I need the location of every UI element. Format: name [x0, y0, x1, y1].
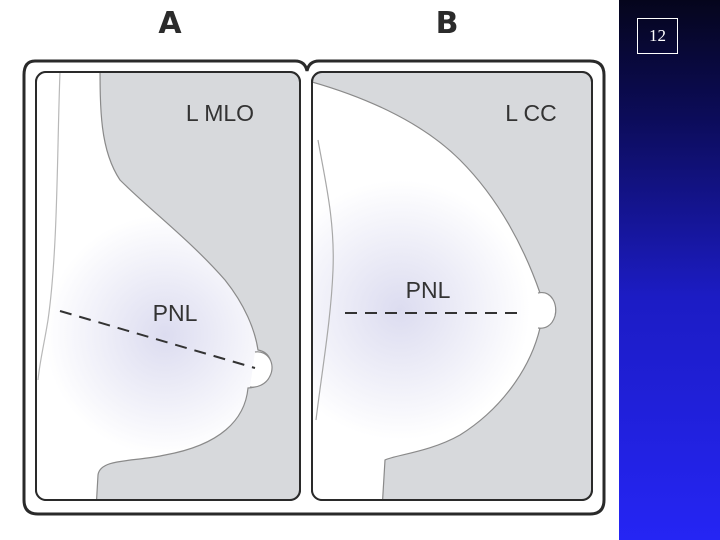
panel-b-view-label: L CC — [505, 100, 557, 126]
panel-b-pnl-label: PNL — [406, 277, 451, 303]
mlo-pnl-line — [59, 310, 256, 369]
mlo-nipple — [249, 351, 273, 388]
breast-diagram: A L MLO PNL B L CC PNL — [22, 6, 606, 516]
panel-a-view-label: L MLO — [186, 100, 254, 126]
panel-a-pnl-label: PNL — [153, 300, 198, 326]
slide-sidebar — [619, 0, 720, 540]
panel-b-letter: B — [436, 6, 459, 41]
mlo-skin-line — [37, 72, 61, 381]
cc-nipple — [537, 292, 557, 329]
page-number: 12 — [637, 18, 678, 54]
panel-a: A L MLO PNL — [35, 6, 301, 501]
cc-chest-wall-line — [315, 139, 334, 421]
panel-a-letter: A — [158, 6, 182, 41]
panel-b: B L CC PNL — [311, 6, 593, 501]
